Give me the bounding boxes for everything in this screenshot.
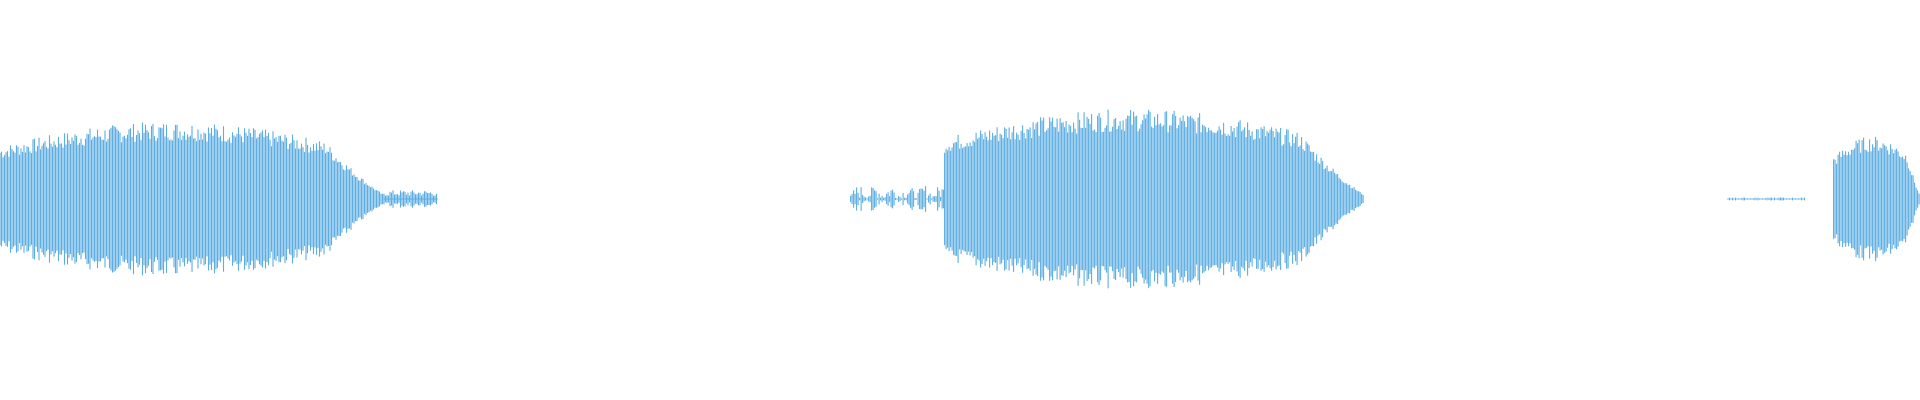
waveform-path xyxy=(944,109,1364,289)
waveform-path xyxy=(1833,136,1920,262)
waveform-segment-burst xyxy=(850,186,945,212)
waveform-bars xyxy=(0,109,1920,289)
waveform-segment-speech xyxy=(1833,136,1920,262)
waveform-path xyxy=(0,122,385,276)
waveform-path xyxy=(1727,197,1806,201)
waveform-segment-speech xyxy=(0,122,385,276)
waveform-segment-speech xyxy=(944,109,1364,289)
waveform-segment-noise xyxy=(1727,197,1806,201)
waveform-path xyxy=(850,186,945,212)
